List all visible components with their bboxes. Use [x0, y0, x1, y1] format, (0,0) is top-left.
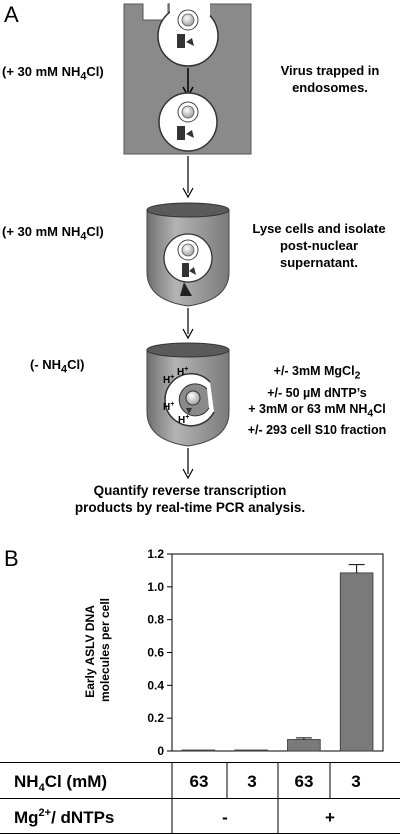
step3-conditions-list: +/- 3mM MgCl2 +/- 50 µM dNTP’s + 3mM or … — [236, 363, 398, 438]
step1-condition: (+ 30 mM NH4Cl) — [2, 64, 104, 83]
y-tick-label: 0.6 — [147, 646, 164, 660]
panel-b-letter: B — [4, 546, 19, 571]
panel-a-letter: A — [4, 2, 19, 27]
bar-0 — [181, 749, 216, 752]
table-cell: + — [325, 808, 335, 827]
list-item: +/- 50 µM dNTP’s — [267, 385, 367, 400]
list-item: +/- 3mM MgCl2 — [273, 364, 361, 382]
bar-chart: 0 0.2 0.4 0.6 0.8 1.0 1.2 Early ASLV DNA molec… — [83, 547, 384, 758]
table-cell: 63 — [190, 772, 209, 791]
h-plus-label: H+ — [163, 374, 174, 386]
bar-1 — [234, 749, 268, 752]
y-axis-label: Early ASLV DNA molecules per cell — [83, 598, 112, 702]
table-cell: 3 — [351, 772, 360, 791]
virus-capsid-icon — [185, 390, 201, 406]
receptor-icon — [177, 34, 185, 48]
h-plus-label: H+ — [178, 414, 189, 426]
step2-condition: (+ 30 mM NH4Cl) — [2, 224, 104, 243]
bar-2 — [287, 739, 321, 752]
arrow-icon — [182, 328, 194, 340]
y-tick-label: 0.2 — [147, 711, 164, 725]
list-item: + 3mM or 63 mM NH4Cl — [248, 401, 386, 420]
h-plus-label: H+ — [177, 366, 188, 378]
list-item: +/- 293 cell S10 fraction — [247, 423, 387, 437]
table-row-label-mg-dntps: Mg2+/ dNTPs — [14, 807, 114, 827]
y-tick-label: 1.2 — [147, 547, 164, 561]
h-plus-label: H+ — [163, 401, 174, 413]
bar-3 — [339, 572, 374, 752]
step2-description: Lyse cells and isolate post-nuclear supe… — [252, 221, 386, 270]
step3-condition: (- NH4Cl) — [30, 357, 85, 376]
table-cell: - — [222, 808, 228, 827]
y-tick-label: 1.0 — [147, 580, 164, 594]
final-step-text: Quantify reverse transcription products … — [74, 483, 306, 515]
step1-description: Virus trapped in endosomes. — [280, 63, 380, 95]
receptor-icon — [177, 126, 185, 140]
conditions-table: NH4Cl (mM) 63 3 63 3 Mg2+/ dNTPs - + — [0, 762, 400, 834]
y-tick-label: 0.4 — [147, 678, 164, 692]
y-tick-label: 0 — [157, 744, 164, 758]
receptor-icon — [182, 263, 189, 277]
y-tick-label: 0.8 — [147, 613, 164, 627]
arrow-icon — [182, 187, 194, 199]
table-cell: 3 — [247, 772, 256, 791]
table-row-label-nh4cl: NH4Cl (mM) — [14, 772, 107, 794]
table-cell: 63 — [295, 772, 314, 791]
arrow-icon — [182, 468, 194, 480]
panel-a-diagram: H+ H+ H+ H+ — [123, 2, 252, 480]
